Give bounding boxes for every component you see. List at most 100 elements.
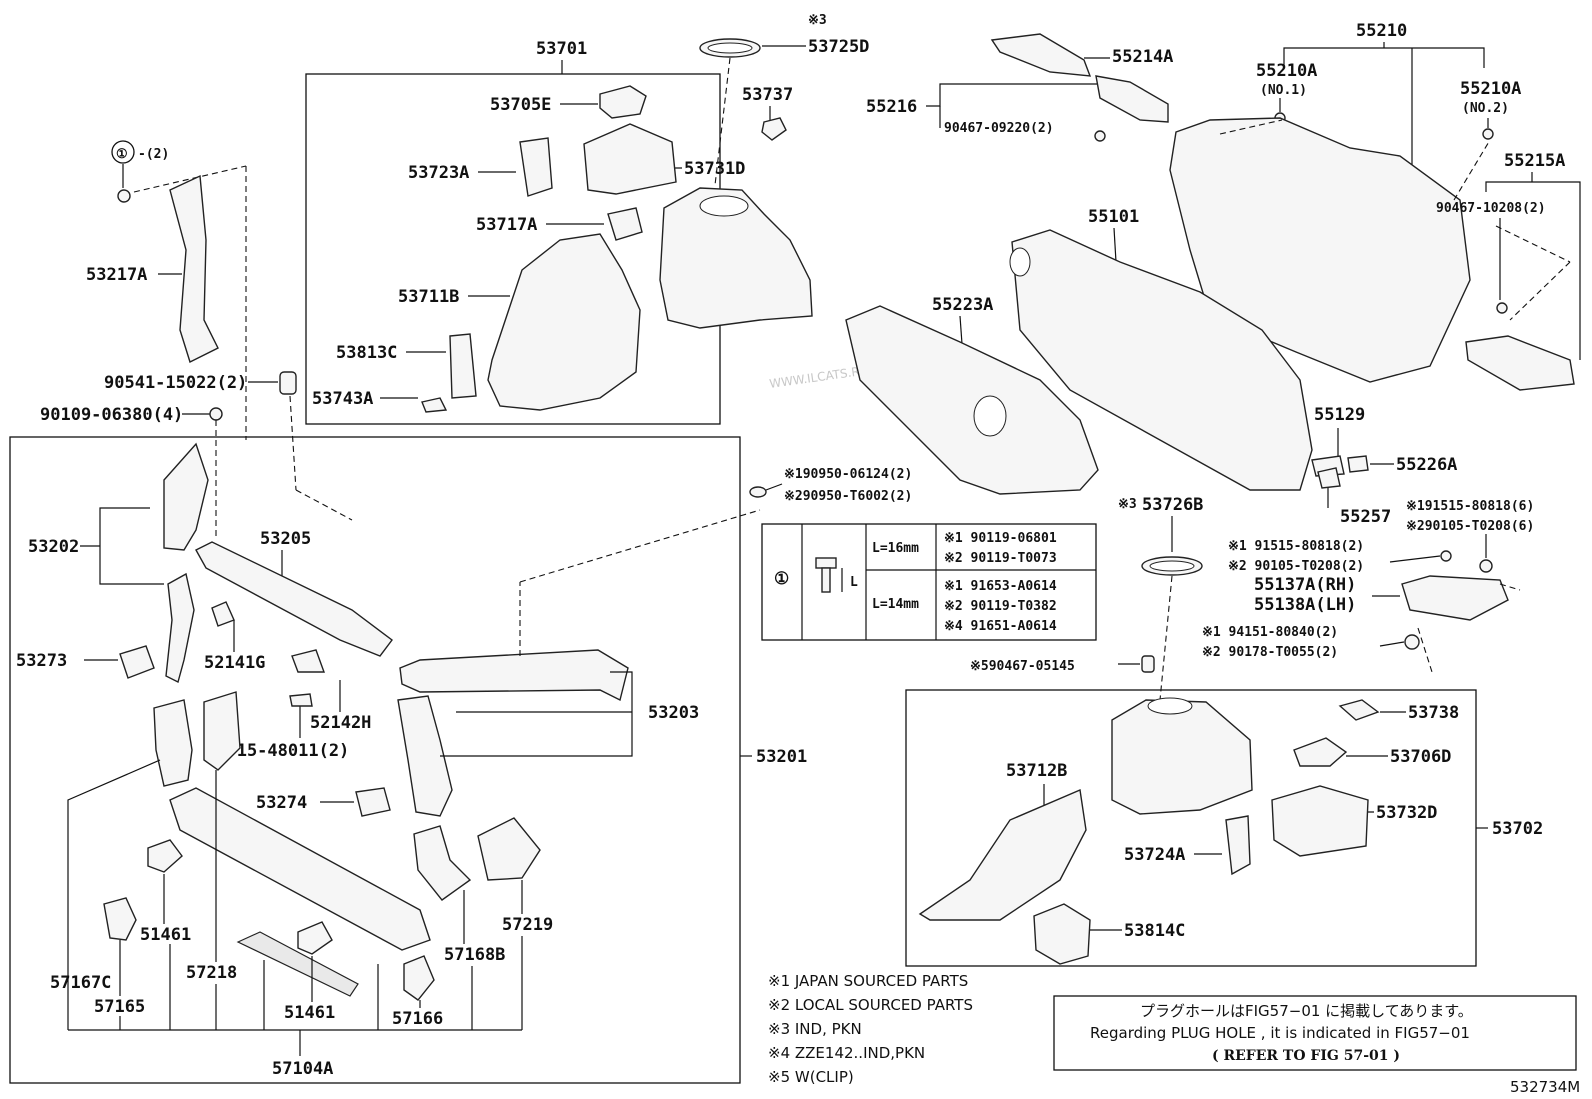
part-55137A (1401, 575, 1509, 621)
label-91515-l1: ※1 91515-80818(2) (1228, 539, 1364, 554)
part-53706D (1293, 737, 1348, 767)
label-55210: 55210 (1356, 21, 1407, 41)
part-55216 (1095, 75, 1169, 123)
part-52141G (211, 601, 235, 627)
bolt-row-1-part-1: ※1 90119-06801 (944, 531, 1057, 546)
label-53205: 53205 (260, 529, 311, 549)
part-51461-b (297, 921, 333, 955)
label-55210A-no1: 55210A (1256, 61, 1317, 81)
label-55138A: 55138A(LH) (1254, 595, 1356, 615)
part-53273 (119, 645, 155, 679)
label-55216: 55216 (866, 97, 917, 117)
clip-61715 (289, 693, 313, 707)
label-53203: 53203 (648, 703, 699, 723)
bolt-row-1-part-2: ※2 90119-T0073 (944, 551, 1057, 566)
label-53702: 53702 (1492, 819, 1543, 839)
label-90467-05145: ※590467-05145 (970, 659, 1075, 674)
bolt-row-1-length: L=16mm (872, 541, 919, 556)
label-55210A-no2-sub: (NO.2) (1462, 101, 1509, 116)
ring-53725D (699, 38, 761, 58)
legend: ※1 JAPAN SOURCED PARTS ※2 LOCAL SOURCED … (768, 972, 973, 1086)
legend-3: ※3 IND, PKN (768, 1020, 862, 1038)
part-57166 (403, 955, 435, 1001)
bolt-row-2-length: L=14mm (872, 597, 919, 612)
part-53202-upper (163, 442, 209, 551)
part-51461-a (147, 839, 183, 873)
label-53717A: 53717A (476, 215, 537, 235)
label-90950-2: ※290950-T6002(2) (784, 489, 912, 504)
part-55226A (1347, 455, 1369, 473)
label-52141G: 52141G (204, 653, 265, 673)
note-ref: ( REFER TO FIG 57-01 ) (1212, 1048, 1400, 1064)
label-53732D: 53732D (1376, 803, 1437, 823)
part-57104A-lower-bar (236, 931, 359, 997)
part-55257 (1317, 467, 1341, 489)
label-51461-a: 51461 (140, 925, 191, 945)
bolt-table-L: L (850, 575, 858, 590)
part-53203-lower (397, 695, 453, 817)
label-52142H: 52142H (310, 713, 371, 733)
part-53814C (1033, 903, 1091, 965)
label-53813C: 53813C (336, 343, 397, 363)
part-strut-tower-rh (1111, 699, 1253, 815)
label-91515-r1: ※191515-80818(6) (1406, 499, 1534, 514)
label-53274: 53274 (256, 793, 307, 813)
label-55214A: 55214A (1112, 47, 1173, 67)
part-53202-side (153, 699, 193, 787)
label-90467-09220: 90467-09220(2) (944, 121, 1054, 136)
part-55101-dash-panel (1011, 229, 1313, 491)
label-90541: 90541-15022(2) (104, 373, 247, 393)
label-53814C: 53814C (1124, 921, 1185, 941)
label-53731D: 53731D (684, 159, 745, 179)
label-90105-r2: ※290105-T0208(6) (1406, 519, 1534, 534)
part-53717A (607, 207, 643, 241)
label-57219: 57219 (502, 915, 553, 935)
legend-5: ※5 W(CLIP) (768, 1068, 854, 1086)
part-53732D (1271, 785, 1369, 857)
label-53725D-mark: ※3 (808, 13, 827, 28)
label-circle1-qty: -(2) (138, 147, 169, 162)
part-57218 (203, 691, 241, 771)
label-53726B-mark: ※3 (1118, 497, 1137, 512)
label-55223A: 55223A (932, 295, 993, 315)
label-53202: 53202 (28, 537, 79, 557)
part-53202-lower (165, 572, 195, 684)
label-90109: 90109-06380(4) (40, 405, 183, 425)
part-53738 (1338, 699, 1380, 721)
part-52142H (291, 649, 325, 673)
label-53273: 53273 (16, 651, 67, 671)
label-55226A: 55226A (1396, 455, 1457, 475)
part-57168B (413, 825, 472, 901)
circle-1-callout: ① (111, 140, 135, 164)
label-53701: 53701 (536, 39, 587, 59)
label-53711B: 53711B (398, 287, 459, 307)
part-55223A-silencer (845, 305, 1099, 495)
part-53205 (195, 541, 393, 657)
part-53705E (599, 85, 647, 119)
legend-4: ※4 ZZE142..IND,PKN (768, 1044, 925, 1062)
bolt-spec-table: ① L L=16mm ※1 90119-06801 ※2 90119-T0073… (761, 523, 1097, 641)
part-53711B (487, 233, 641, 411)
label-57167C: 57167C (50, 973, 111, 993)
part-57104A-crossmember (169, 787, 431, 951)
label-57168B: 57168B (444, 945, 505, 965)
label-57218: 57218 (186, 963, 237, 983)
note-en: Regarding PLUG HOLE , it is indicated in… (1090, 1024, 1470, 1042)
part-55215A (1465, 335, 1575, 391)
label-61715: 61715-48011(2) (206, 741, 349, 761)
label-53725D: 53725D (808, 37, 869, 57)
clip-90467-05145 (1141, 655, 1155, 673)
part-57219 (477, 817, 541, 881)
part-53217A (169, 174, 219, 363)
note-jp: プラグホールはFIG57−01 に掲載してあります。 (1140, 1002, 1473, 1020)
part-53723A (519, 137, 553, 197)
part-53724A (1225, 815, 1251, 876)
label-55129: 55129 (1314, 405, 1365, 425)
part-57167C (103, 897, 137, 941)
label-90105-l2: ※2 90105-T0208(2) (1228, 559, 1364, 574)
svg-text:①: ① (116, 147, 128, 162)
part-55210-insulator (1169, 117, 1471, 383)
part-53712B (918, 788, 1087, 921)
bolt-row-2-part-1: ※1 91653-A0614 (944, 579, 1057, 594)
